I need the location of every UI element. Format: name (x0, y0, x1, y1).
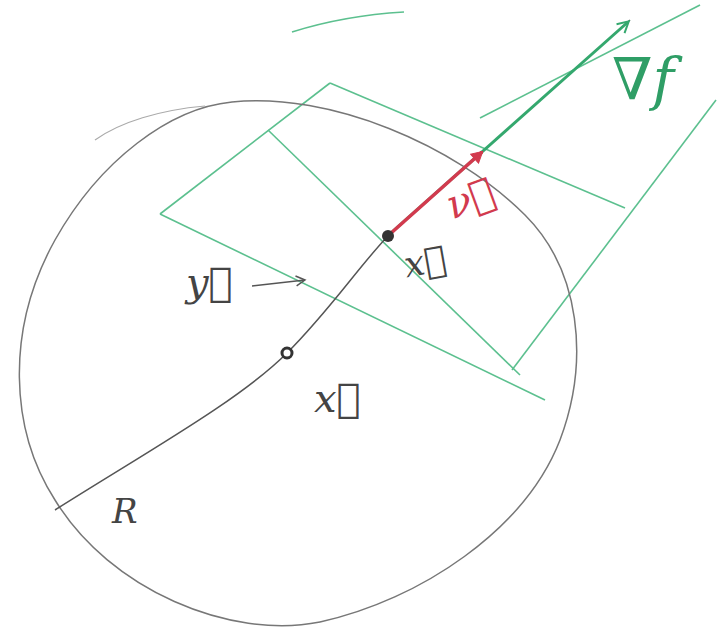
outline-sketch (95, 106, 205, 140)
gradient-label: ∇f (612, 50, 674, 108)
point-label: x⃗ (314, 378, 361, 418)
tangent-plane (160, 5, 716, 400)
path-curve (55, 236, 388, 510)
point-marker (282, 348, 292, 358)
region-label: R (112, 494, 138, 528)
point-marker (382, 230, 394, 242)
vector-label: y⃗ (186, 262, 233, 302)
gradient-line (388, 20, 630, 236)
pointer-arrow (252, 280, 305, 286)
point-label: x⃗ (401, 241, 449, 284)
region-outline (19, 101, 576, 626)
